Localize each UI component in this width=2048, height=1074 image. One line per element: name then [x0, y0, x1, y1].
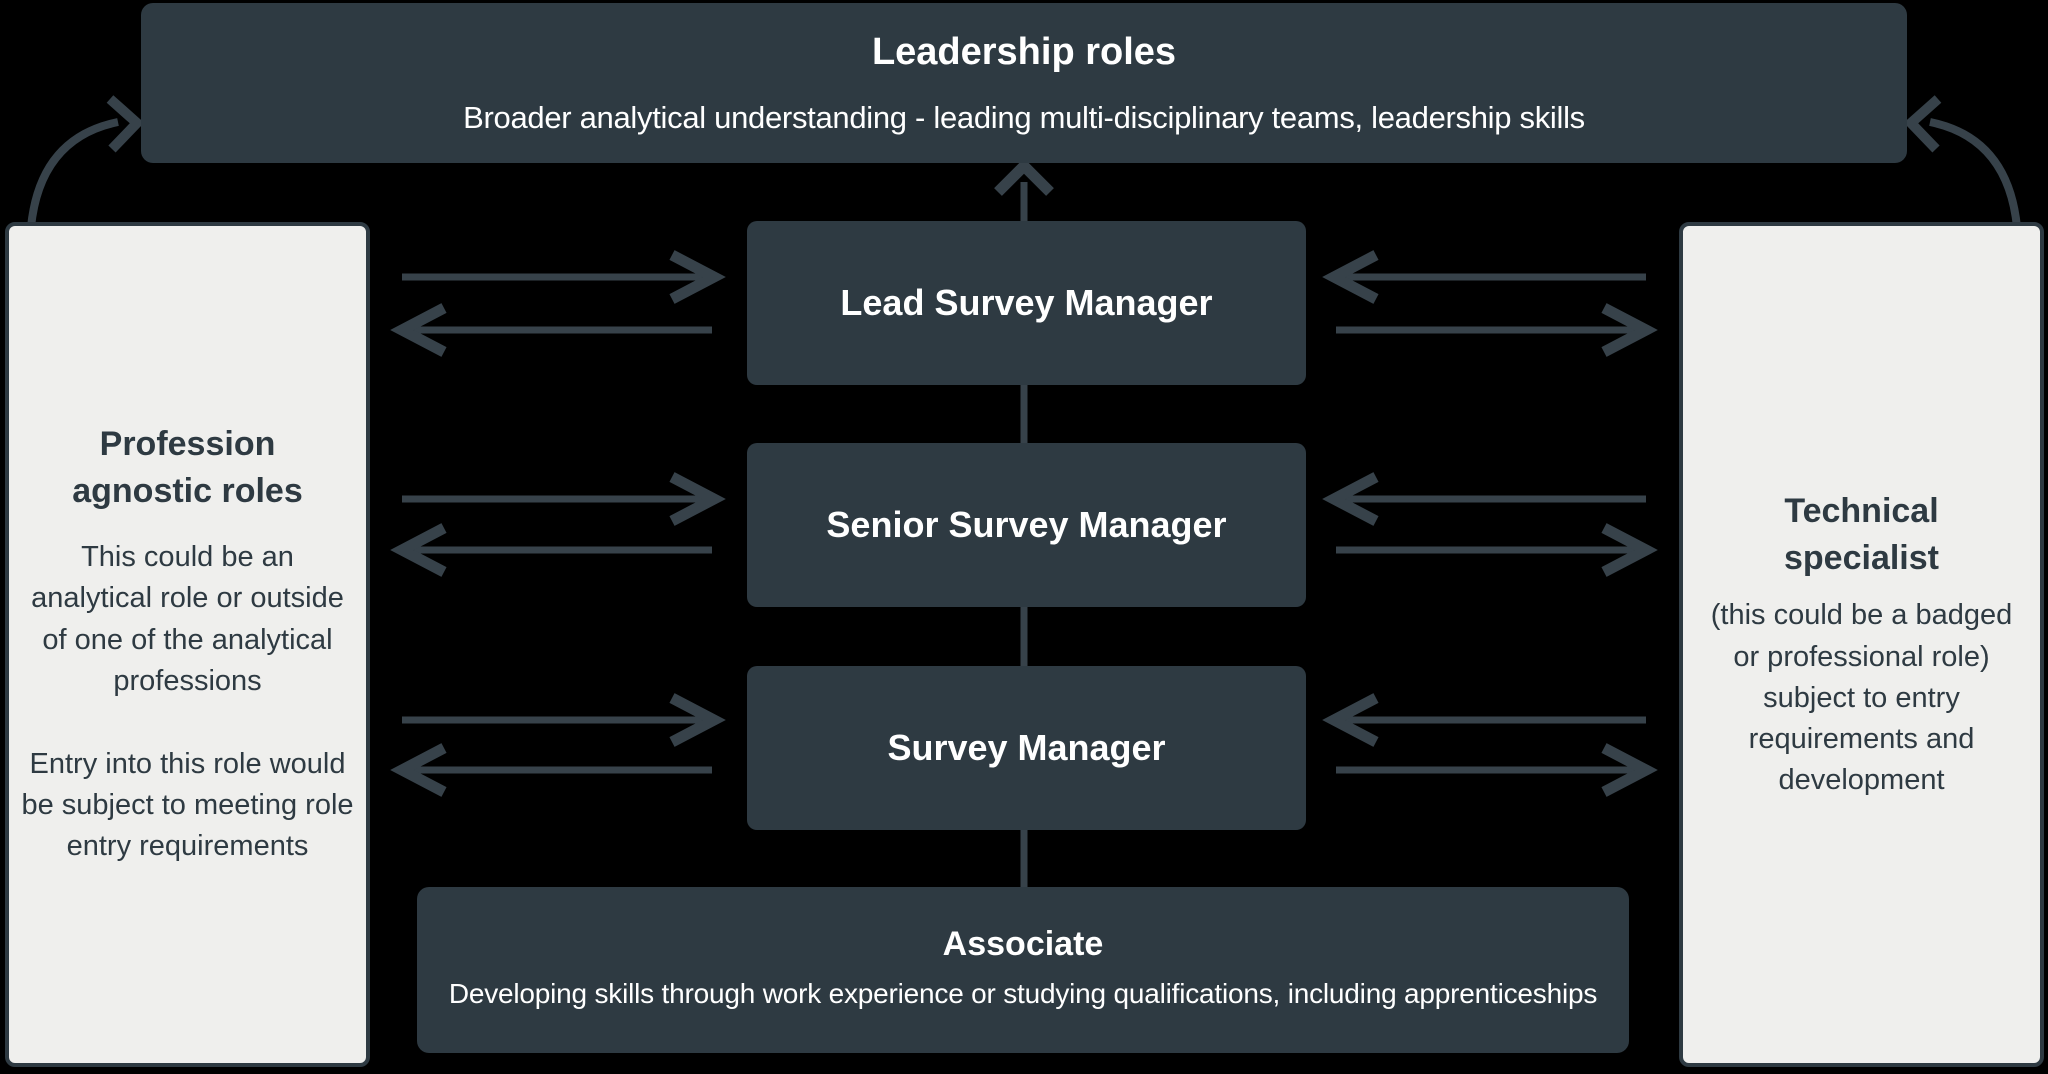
survey-manager-box: Survey Manager	[747, 666, 1306, 830]
profession-agnostic-roles-title: Profession agnostic roles	[72, 425, 303, 511]
associate-subtitle: Developing skills through work experienc…	[448, 977, 1598, 1009]
arrow-left-panel-to-lead-icon	[402, 250, 726, 304]
arrow-right-panel-to-survey-icon	[1322, 693, 1646, 747]
arrow-right-panel-to-senior-icon	[1322, 472, 1646, 526]
arrow-lead-to-left-panel-icon	[390, 303, 712, 357]
lead-survey-manager-label: Lead Survey Manager	[840, 282, 1213, 323]
arrow-right-panel-to-lead-icon	[1322, 250, 1646, 304]
technical-specialist-title: Technical specialist	[1784, 491, 1939, 577]
leadership-roles-subtitle: Broader analytical understanding - leadi…	[463, 99, 1585, 135]
arrow-left-panel-to-survey-icon	[402, 693, 726, 747]
technical-specialist-text: (this could be a badged or professional …	[1710, 599, 2013, 797]
associate-box: Associate Developing skills through work…	[417, 887, 1629, 1053]
leadership-roles-box: Leadership roles Broader analytical unde…	[141, 3, 1907, 163]
arrow-senior-to-right-panel-icon	[1336, 523, 1658, 577]
arrow-lead-to-right-panel-icon	[1336, 303, 1658, 357]
technical-specialist-panel: Technical specialist (this could be a ba…	[1679, 222, 2044, 1067]
senior-survey-manager-label: Senior Survey Manager	[826, 504, 1227, 545]
arrow-left-panel-to-senior-icon	[402, 472, 726, 526]
lead-survey-manager-box: Lead Survey Manager	[747, 221, 1306, 385]
curved-arrow-left-to-leadership-icon	[27, 95, 145, 228]
up-arrow-to-leadership-icon	[994, 158, 1054, 224]
leadership-roles-title: Leadership roles	[871, 30, 1177, 73]
associate-title: Associate	[942, 924, 1104, 963]
survey-manager-label: Survey Manager	[887, 727, 1166, 768]
profession-agnostic-roles-text-1: This could be an analytical role or outs…	[31, 541, 344, 697]
arrow-survey-to-left-panel-icon	[390, 743, 712, 797]
profession-agnostic-roles-text-2: Entry into this role would be subject to…	[21, 747, 354, 863]
senior-survey-manager-box: Senior Survey Manager	[747, 443, 1306, 607]
curved-arrow-right-to-leadership-icon	[1903, 95, 2021, 228]
profession-agnostic-roles-panel: Profession agnostic roles This could be …	[5, 222, 370, 1067]
arrow-survey-to-right-panel-icon	[1336, 743, 1658, 797]
arrow-senior-to-left-panel-icon	[390, 523, 712, 577]
